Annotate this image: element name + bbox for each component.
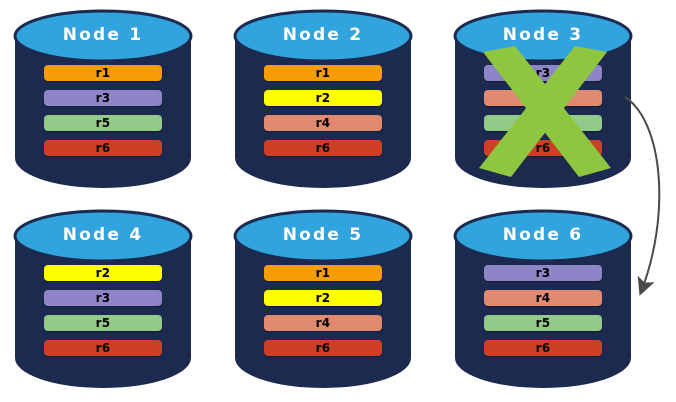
record-label-r6: r6 bbox=[95, 341, 111, 355]
record-list: r3 r4 r5 r6 bbox=[484, 65, 602, 165]
record-bar-r5[interactable]: r5 bbox=[484, 115, 602, 131]
record-bar-r6[interactable]: r6 bbox=[484, 340, 602, 356]
record-label-r1: r1 bbox=[315, 266, 331, 280]
record-bar-r6[interactable]: r6 bbox=[484, 140, 602, 156]
record-bar-r1[interactable]: r1 bbox=[264, 65, 382, 81]
record-list: r2 r3 r5 r6 bbox=[44, 265, 162, 365]
record-label-r4: r4 bbox=[535, 291, 551, 305]
record-label-r5: r5 bbox=[95, 316, 111, 330]
record-label-r5: r5 bbox=[535, 316, 551, 330]
record-bar-r4[interactable]: r4 bbox=[484, 290, 602, 306]
record-label-r5: r5 bbox=[95, 116, 111, 130]
record-list: r1 r3 r5 r6 bbox=[44, 65, 162, 165]
record-bar-r3[interactable]: r3 bbox=[484, 65, 602, 81]
record-label-r4: r4 bbox=[315, 116, 331, 130]
record-bar-r6[interactable]: r6 bbox=[44, 340, 162, 356]
record-bar-r5[interactable]: r5 bbox=[484, 315, 602, 331]
record-label-r4: r4 bbox=[315, 316, 331, 330]
record-bar-r2[interactable]: r2 bbox=[44, 265, 162, 281]
record-label-r2: r2 bbox=[315, 91, 331, 105]
record-bar-r1[interactable]: r1 bbox=[264, 265, 382, 281]
record-label-r6: r6 bbox=[315, 341, 331, 355]
record-bar-r3[interactable]: r3 bbox=[484, 265, 602, 281]
record-label-r2: r2 bbox=[315, 291, 331, 305]
record-bar-r3[interactable]: r3 bbox=[44, 90, 162, 106]
record-bar-r2[interactable]: r2 bbox=[264, 290, 382, 306]
record-label-r2: r2 bbox=[95, 266, 111, 280]
record-bar-r4[interactable]: r4 bbox=[264, 315, 382, 331]
record-bar-r4[interactable]: r4 bbox=[484, 90, 602, 106]
record-bar-r5[interactable]: r5 bbox=[44, 115, 162, 131]
record-bar-r6[interactable]: r6 bbox=[264, 340, 382, 356]
record-bar-r1[interactable]: r1 bbox=[44, 65, 162, 81]
record-label-r6: r6 bbox=[535, 141, 551, 155]
record-label-r1: r1 bbox=[315, 66, 331, 80]
record-label-r4: r4 bbox=[535, 91, 551, 105]
record-label-r3: r3 bbox=[95, 91, 111, 105]
record-label-r3: r3 bbox=[535, 266, 551, 280]
record-list: r3 r4 r5 r6 bbox=[484, 265, 602, 365]
record-label-r3: r3 bbox=[535, 66, 551, 80]
record-label-r3: r3 bbox=[95, 291, 111, 305]
record-bar-r3[interactable]: r3 bbox=[44, 290, 162, 306]
record-bar-r6[interactable]: r6 bbox=[264, 140, 382, 156]
record-label-r6: r6 bbox=[315, 141, 331, 155]
record-list: r1 r2 r4 r6 bbox=[264, 65, 382, 165]
record-bar-r6[interactable]: r6 bbox=[44, 140, 162, 156]
record-bar-r4[interactable]: r4 bbox=[264, 115, 382, 131]
record-bar-r5[interactable]: r5 bbox=[44, 315, 162, 331]
record-bar-r2[interactable]: r2 bbox=[264, 90, 382, 106]
record-list: r1 r2 r4 r6 bbox=[264, 265, 382, 365]
record-label-r6: r6 bbox=[535, 341, 551, 355]
record-label-r1: r1 bbox=[95, 66, 111, 80]
record-label-r5: r5 bbox=[535, 116, 551, 130]
record-label-r6: r6 bbox=[95, 141, 111, 155]
